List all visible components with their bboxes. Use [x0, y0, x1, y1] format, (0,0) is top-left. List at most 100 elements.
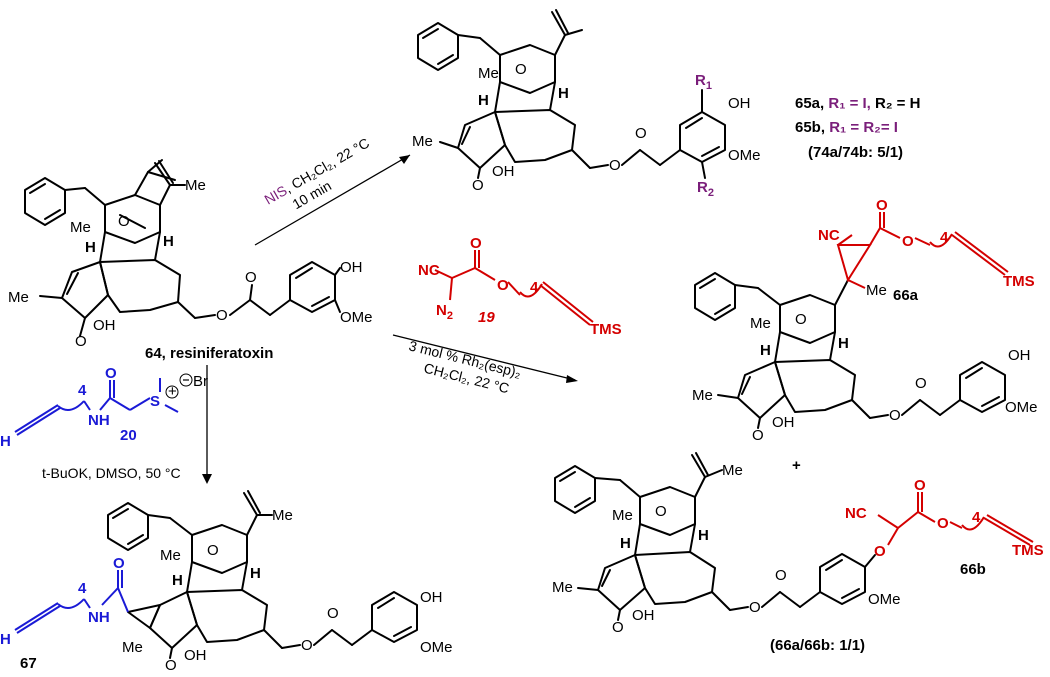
atom-ome-66b: OMe — [868, 591, 901, 608]
atom-oh-64: OH — [93, 317, 116, 334]
atom-me-66b-b: Me — [612, 507, 633, 524]
atom-h-67-a: H — [172, 572, 183, 589]
atom-o-64-ketone: O — [75, 333, 87, 350]
atom-four-67: 4 — [78, 580, 87, 597]
atom-h-66a-b: H — [838, 335, 849, 352]
atom-ome-64: OMe — [340, 309, 373, 326]
atom-n2-19: N2 — [436, 302, 453, 322]
compound-66b-structure — [554, 452, 1034, 621]
atom-o-67-ketone: O — [165, 657, 177, 674]
atom-h-66b-b: H — [698, 527, 709, 544]
compound-64-label: 64, resiniferatoxin — [145, 345, 273, 362]
atom-o-66b-ester2: O — [749, 599, 761, 616]
atom-oh-65-aryl: OH — [728, 95, 751, 112]
plus-sign: + — [792, 457, 801, 474]
atom-nc-19: NC — [418, 262, 440, 279]
conditions-base: t-BuOK, DMSO, 50 °C — [42, 465, 181, 481]
atom-o-66a-carbonyl2: O — [915, 375, 927, 392]
atom-o-66b-ester: O — [937, 515, 949, 532]
atom-four-66a: 4 — [940, 229, 949, 246]
compound-66a-label: 66a — [893, 287, 919, 304]
atom-o-65-ketone: O — [472, 177, 484, 194]
atom-r1-65: R1 — [695, 72, 712, 92]
atom-ome-67: OMe — [420, 639, 453, 656]
atom-o-66a-ester2: O — [889, 407, 901, 424]
plus-charge-icon — [165, 385, 179, 399]
atom-o-67-cage: O — [207, 542, 219, 559]
atom-h-20: H — [0, 433, 11, 450]
arrow-rh-head — [566, 375, 578, 383]
atom-me-66a-a: Me — [866, 282, 887, 299]
reagent-20-structure — [14, 378, 179, 436]
atom-h-64a: H — [85, 239, 96, 256]
compound-66b-label: 66b — [960, 561, 986, 578]
compound-67-structure — [14, 490, 418, 659]
atom-nh-20: NH — [88, 412, 110, 429]
atom-o-19-ester: O — [497, 277, 509, 294]
reagent-19-structure — [434, 250, 594, 326]
compound-66a-structure — [694, 212, 1009, 429]
atom-o-65-carbonyl: O — [635, 125, 647, 142]
atom-o-66b-carbonyl2: O — [775, 567, 787, 584]
atom-o-66a-ester: O — [902, 233, 914, 250]
compound-64-structure — [24, 159, 341, 337]
compound-19-label: 19 — [478, 309, 495, 326]
atom-oh-64-aryl: OH — [340, 259, 363, 276]
atom-br-20: Br — [193, 373, 208, 390]
atom-me-66a-c: Me — [692, 387, 713, 404]
arrow-nis-head — [399, 155, 410, 164]
atom-tms-66b: TMS — [1012, 542, 1044, 559]
atom-h-66a-a: H — [760, 342, 771, 359]
atom-o-64-ester: O — [216, 307, 228, 324]
atom-o-66b-aryloxy: O — [874, 543, 886, 560]
arrow-down-head — [202, 474, 212, 484]
compound-20-label: 20 — [120, 427, 137, 444]
atom-nc-66a: NC — [818, 227, 840, 244]
atom-oh-66a-aryl: OH — [1008, 347, 1031, 364]
atom-o-67-carbonyl: O — [327, 605, 339, 622]
atom-s-20: S — [150, 393, 160, 410]
atom-o-65-ester: O — [609, 157, 621, 174]
atom-o-67-ester: O — [301, 637, 313, 654]
atom-r2-65: R2 — [697, 179, 714, 199]
atom-o-66b-ketone: O — [612, 619, 624, 636]
atom-ome-66a: OMe — [1005, 399, 1038, 416]
atom-tms-19: TMS — [590, 321, 622, 338]
atom-oh-67: OH — [184, 647, 207, 664]
conditions-nis: NIS, CH₂Cl₂, 22 °C 10 min — [262, 135, 373, 213]
atom-nc-66b: NC — [845, 505, 867, 522]
atom-o-66a-cage: O — [795, 311, 807, 328]
atom-o-64-cage: O — [118, 213, 130, 230]
atom-o-67-amide: O — [113, 555, 125, 572]
atom-o-66a-carbonyl: O — [876, 197, 888, 214]
atom-o-66a-ketone: O — [752, 427, 764, 444]
atom-four-20: 4 — [78, 382, 87, 399]
atom-me-65b: Me — [412, 133, 433, 150]
atom-me-66b-c: Me — [552, 579, 573, 596]
atom-ome-65: OMe — [728, 147, 761, 164]
compound-67-label: 67 — [20, 655, 37, 672]
compound-65b-label: 65b, R₁ = R₂= I — [795, 119, 898, 136]
arrow-nis — [254, 154, 411, 246]
atom-o-66b-carbonyl: O — [914, 477, 926, 494]
atom-me-67-b: Me — [272, 507, 293, 524]
compound-65-ratio: (74a/74b: 5/1) — [808, 144, 903, 161]
atom-four-66b: 4 — [972, 509, 981, 526]
atom-o-64-carbonyl: O — [245, 269, 257, 286]
atom-h-64b: H — [163, 233, 174, 250]
atom-h-65a: H — [478, 92, 489, 109]
plus-charge-glyph: + — [168, 383, 177, 400]
atom-nh-67: NH — [88, 609, 110, 626]
atom-h-66b-a: H — [620, 535, 631, 552]
atom-me-65a: Me — [478, 65, 499, 82]
atom-me-66b-a: Me — [722, 462, 743, 479]
atom-o-65-cage: O — [515, 61, 527, 78]
atom-oh-66a: OH — [772, 414, 795, 431]
atom-h-65b: H — [558, 85, 569, 102]
atom-h-67: H — [0, 631, 11, 648]
atom-o-20: O — [105, 365, 117, 382]
atom-me-66a-b: Me — [750, 315, 771, 332]
compound-66-ratio: (66a/66b: 1/1) — [770, 637, 865, 654]
atom-me-64b: Me — [70, 219, 91, 236]
